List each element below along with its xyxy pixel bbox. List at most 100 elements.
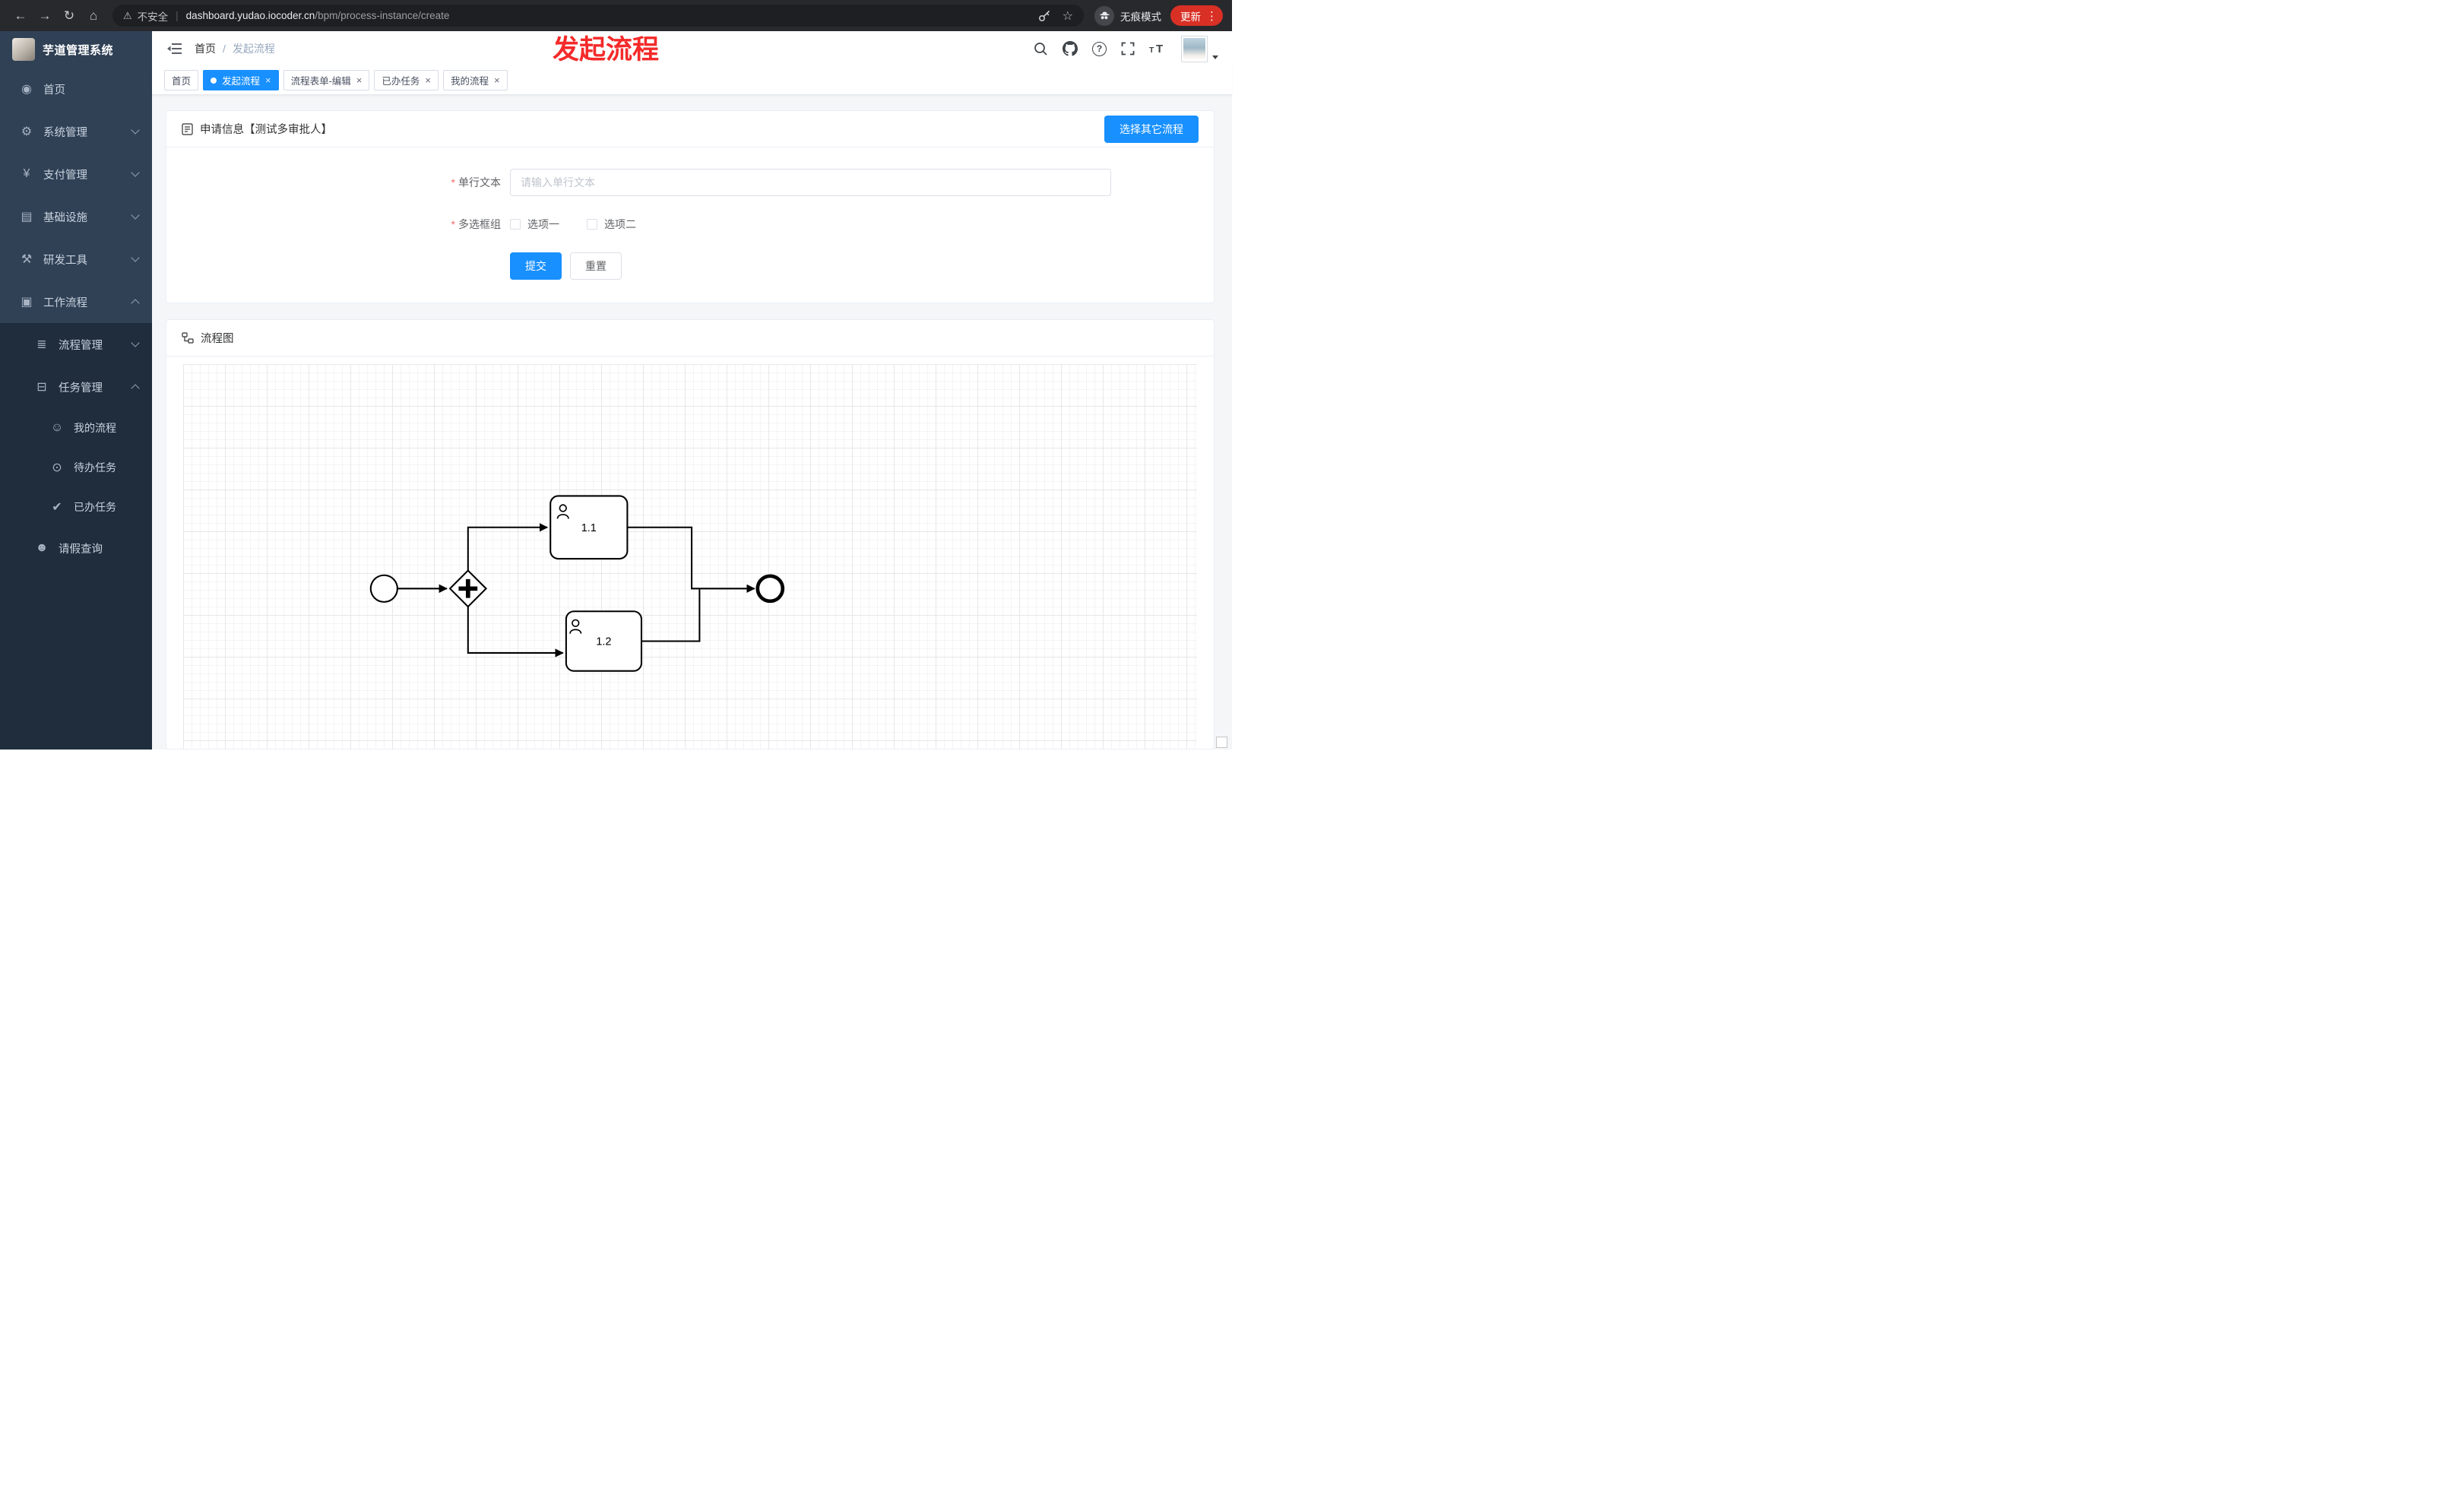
reset-button[interactable]: 重置 [570, 252, 622, 280]
form-card-header: 申请信息【测试多审批人】 选择其它流程 [166, 111, 1214, 147]
warning-icon: ⚠ [123, 9, 132, 21]
search-icon[interactable] [1034, 42, 1048, 56]
breadcrumb-separator: / [223, 43, 226, 55]
person-icon: ☻ [35, 541, 49, 554]
chevron-down-icon [131, 168, 140, 177]
end-event[interactable] [755, 574, 785, 604]
user-task-1[interactable]: 1.1 [549, 495, 629, 560]
help-icon[interactable]: ? [1092, 41, 1107, 56]
checkbox-option-2[interactable]: 选项二 [587, 217, 636, 232]
browser-menu-icon[interactable]: ⋮ [1206, 9, 1218, 23]
fullscreen-icon[interactable] [1121, 42, 1135, 55]
chevron-down-icon [131, 125, 140, 135]
bpmn-diagram: 1.1 1.2 [369, 495, 785, 672]
dashboard-icon: ◉ [21, 83, 32, 96]
flow-gateway-to-task1[interactable] [467, 523, 549, 571]
flow-task2-to-end[interactable] [641, 589, 701, 642]
address-bar[interactable]: ⚠ 不安全 | dashboard.yudao.iocoder.cn/bpm/p… [112, 5, 1084, 27]
tab-close-icon[interactable]: × [356, 74, 363, 86]
chrome-update-button[interactable]: 更新 ⋮ [1170, 5, 1223, 26]
yen-icon: ¥ [23, 167, 30, 180]
select-other-flow-button[interactable]: 选择其它流程 [1104, 115, 1199, 143]
avatar-caret-icon [1212, 55, 1218, 59]
app-logo-image [12, 38, 35, 61]
sidebar-item-pending-tasks[interactable]: ⊙ 待办任务 [0, 448, 152, 487]
security-chip[interactable]: ⚠ 不安全 [123, 8, 168, 24]
user-icon [556, 504, 569, 519]
url-host: dashboard.yudao.iocoder.cn [185, 10, 315, 21]
sidebar-item-workflow[interactable]: ▣ 工作流程 [0, 280, 152, 323]
process-list-icon: ≣ [36, 338, 47, 351]
sidebar-item-my-process[interactable]: ☺ 我的流程 [0, 408, 152, 448]
submit-button[interactable]: 提交 [510, 252, 562, 280]
password-key-icon[interactable] [1037, 9, 1051, 23]
bookmark-star-icon[interactable]: ☆ [1062, 9, 1073, 23]
avatar [1181, 35, 1208, 62]
checkbox-icon[interactable] [510, 219, 521, 230]
github-icon[interactable] [1063, 41, 1078, 56]
back-icon[interactable]: ← [14, 8, 27, 23]
tab-close-icon[interactable]: × [494, 74, 500, 86]
task-icon: ⊟ [36, 381, 47, 394]
sidebar-item-dev-tools[interactable]: ⚒ 研发工具 [0, 238, 152, 280]
flow-gateway-to-task2[interactable] [467, 607, 564, 658]
sidebar-item-system-management[interactable]: ⚙ 系统管理 [0, 110, 152, 153]
chevron-down-icon [131, 211, 140, 220]
breadcrumb-home[interactable]: 首页 [195, 43, 216, 55]
breadcrumb-current: 发起流程 [232, 43, 275, 55]
page-content: 申请信息【测试多审批人】 选择其它流程 *单行文本 *多选框组 [152, 95, 1232, 750]
tags-view: 首页 发起流程 × 流程表单-编辑 × 已办任务 × 我的流程 × [152, 66, 1232, 95]
incognito-badge: 无痕模式 [1094, 5, 1161, 26]
bpmn-canvas[interactable]: 1.1 1.2 [183, 364, 1197, 749]
reload-icon[interactable]: ↻ [63, 8, 75, 23]
sidebar-item-leave-query[interactable]: ☻ 请假查询 [0, 527, 152, 569]
sidebar: 芋道管理系统 ◉ 首页 ⚙ 系统管理 ¥ 支付管理 ▤ 基础设施 [0, 31, 152, 750]
sidebar-item-process-management[interactable]: ≣ 流程管理 [0, 323, 152, 366]
app-logo[interactable]: 芋道管理系统 [0, 31, 152, 68]
form-card-title: 申请信息【测试多审批人】 [200, 124, 332, 136]
tab-close-icon[interactable]: × [265, 74, 271, 86]
font-size-icon[interactable]: T T [1149, 42, 1167, 55]
checkbox-group-label: *多选框组 [451, 218, 501, 230]
sidebar-item-done-tasks[interactable]: ✔ 已办任务 [0, 487, 152, 527]
plus-icon [458, 578, 478, 598]
chevron-down-icon [131, 253, 140, 262]
scrollbar-corner[interactable] [1216, 737, 1227, 748]
checkbox-icon[interactable] [587, 219, 597, 230]
gear-icon: ⚙ [21, 125, 33, 138]
url-path: /bpm/process-instance/create [315, 10, 450, 21]
forward-icon[interactable]: → [38, 8, 52, 23]
user-avatar[interactable] [1181, 35, 1218, 62]
process-diagram-card: 流程图 [166, 319, 1215, 750]
sidebar-item-home[interactable]: ◉ 首页 [0, 68, 152, 110]
start-event[interactable] [369, 574, 398, 603]
tab-process-form-edit[interactable]: 流程表单-编辑 × [283, 70, 370, 90]
workflow-icon: ▣ [21, 296, 33, 309]
tab-home[interactable]: 首页 [164, 70, 199, 90]
tab-close-icon[interactable]: × [425, 74, 431, 86]
chevron-down-icon [131, 338, 140, 347]
single-line-text-input[interactable] [510, 169, 1111, 196]
sidebar-menu: ◉ 首页 ⚙ 系统管理 ¥ 支付管理 ▤ 基础设施 ⚒ 研发工具 [0, 68, 152, 750]
browser-toolbar: ← → ↻ ⌂ ⚠ 不安全 | dashboard.yudao.iocoder.… [0, 0, 1232, 31]
sidebar-collapse-icon[interactable] [167, 42, 182, 55]
sidebar-item-task-management[interactable]: ⊟ 任务管理 [0, 366, 152, 408]
required-mark: * [451, 218, 455, 230]
checkbox-option-1[interactable]: 选项一 [510, 217, 559, 232]
incognito-icon [1094, 5, 1114, 26]
sidebar-item-infrastructure[interactable]: ▤ 基础设施 [0, 195, 152, 238]
home-icon[interactable]: ⌂ [89, 8, 98, 23]
check-icon: ✔ [52, 501, 62, 514]
tab-start-process[interactable]: 发起流程 × [203, 70, 279, 90]
flow-task1-to-end[interactable] [627, 526, 755, 593]
tab-my-process[interactable]: 我的流程 × [443, 70, 508, 90]
security-label: 不安全 [137, 11, 169, 23]
user-task-2[interactable]: 1.2 [565, 610, 643, 672]
chevron-up-icon [131, 299, 140, 308]
sidebar-item-payment-management[interactable]: ¥ 支付管理 [0, 153, 152, 195]
parallel-gateway[interactable] [448, 569, 488, 608]
my-process-icon: ☺ [50, 421, 64, 434]
tab-done-tasks[interactable]: 已办任务 × [374, 70, 439, 90]
incognito-label: 无痕模式 [1120, 11, 1161, 23]
text-field-label: *单行文本 [451, 176, 501, 189]
